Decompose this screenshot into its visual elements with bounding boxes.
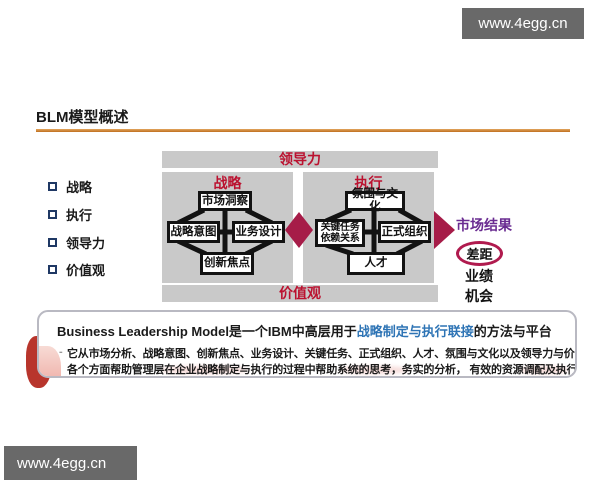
leadership-bar: 领导力 [162,151,438,168]
result-item-performance: 业绩 [465,268,493,284]
pink-smudge-decoration [159,366,249,374]
pink-blob-decoration [39,346,61,376]
node-business-design: 业务设计 [232,221,285,243]
legend-label: 价值观 [66,262,106,278]
description-box: Business Leadership Model是一个IBM中高层用于战略制定… [37,310,577,378]
square-bullet-icon [48,237,57,247]
watermark-url-top: www.4egg.cn [478,15,568,32]
node-innovation-focus: 创新焦点 [200,252,254,275]
strategy-panel: 战略 市场洞察 战略意图 业务设计 创新焦点 [162,172,293,283]
square-bullet-icon [48,264,57,274]
legend-label: 执行 [66,207,93,223]
strategy-panel-title: 战略 [213,175,242,191]
line1-highlight: 战略制定与执行联接 [356,324,474,339]
node-market-insight: 市场洞察 [198,191,252,211]
description-line1: Business Leadership Model是一个IBM中高层用于战略制定… [57,321,552,340]
line1-post: 的方法与平台 [473,324,552,339]
watermark-banner-bottom: www.4egg.cn [4,446,137,480]
node-formal-organization: 正式组织 [378,221,431,243]
legend-item-leadership: 领导力 [48,233,105,251]
legend-item-values: 价值观 [48,260,105,278]
page-title: BLM模型概述 [36,109,129,126]
critical-tasks-text: 关键任务 依赖关系 [320,222,360,244]
legend-label: 领导力 [66,235,106,251]
square-bullet-icon [48,181,57,191]
node-strategic-intent: 战略意图 [167,221,220,243]
execution-panel-title: 执行 [354,175,383,191]
market-result-label: 市场结果 [456,217,512,233]
square-bullet-icon [48,209,57,219]
line1-pre: Business Leadership Model是一个IBM中高层用于 [57,324,357,339]
watermark-url-bottom: www.4egg.cn [17,454,107,472]
description-line3: 各个方面帮助管理层在企业战略制定与执行的过程中帮助系统的思考，务实的分析， 有效… [67,364,577,376]
watermark-banner-top: www.4egg.cn [462,8,584,39]
legend-item-strategy: 战略 [48,177,92,195]
legend-item-execution: 执行 [48,205,92,223]
result-item-opportunity: 机会 [465,288,493,304]
values-bar: 价值观 [162,285,438,302]
node-talent: 人才 [347,252,405,275]
gap-ellipse: 差距 [456,241,503,266]
description-line2: 它从市场分析、战略意图、创新焦点、业务设计、关键任务、正式组织、人才、氛围与文化… [67,348,577,360]
node-climate-culture: 氛围与文化 [345,188,405,213]
legend-label: 战略 [66,179,93,195]
result-arrow-icon [434,211,455,249]
title-underline [36,129,570,132]
pink-smudge-decoration [519,366,569,374]
node-critical-tasks: 关键任务 依赖关系 [315,219,365,247]
pink-smudge-decoration [339,366,409,374]
execution-panel: 执行 氛围与文化 关键任务 依赖关系 正式组织 人才 [303,172,434,283]
bullet-dash: - [59,346,63,358]
